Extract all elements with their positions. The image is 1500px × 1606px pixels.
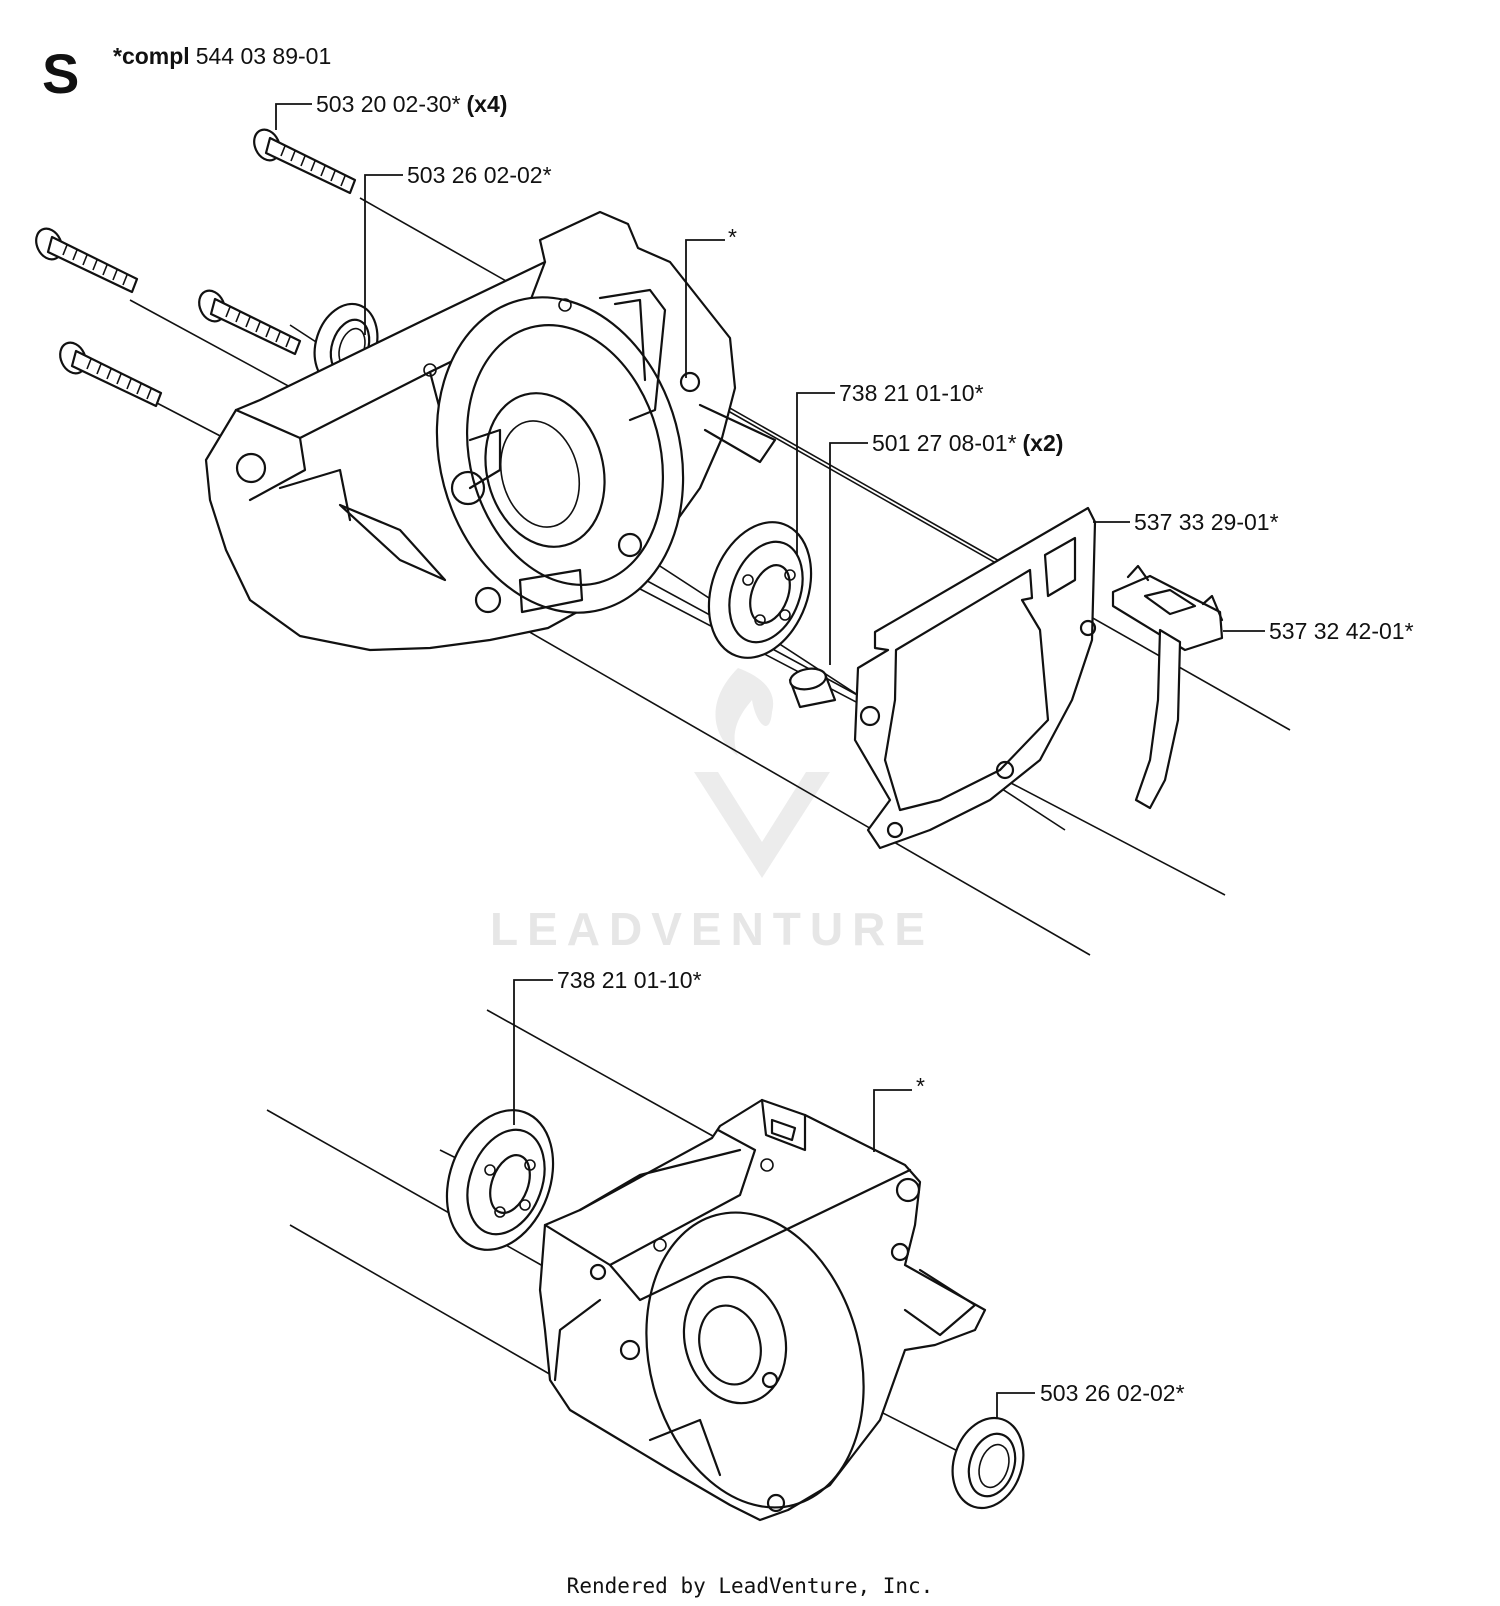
label-star-top[interactable]: * <box>728 224 737 250</box>
screw-2[interactable] <box>31 224 139 294</box>
label-star-bottom[interactable]: * <box>916 1073 925 1099</box>
screw-1[interactable] <box>249 125 357 195</box>
pin-1[interactable] <box>788 666 837 709</box>
crankcase-half-top[interactable] <box>204 210 777 652</box>
label-seal-top[interactable]: 503 26 02-02* <box>407 162 552 188</box>
label-screws[interactable]: 503 20 02-30*(x4) <box>316 93 507 116</box>
chain-guide-part[interactable] <box>1111 564 1224 810</box>
watermark-text: LEADVENTURE <box>490 903 935 955</box>
screw-3[interactable] <box>194 286 302 356</box>
label-pins-qty: (x2) <box>1022 430 1064 456</box>
gasket[interactable] <box>853 506 1097 850</box>
watermark-logo <box>694 668 830 878</box>
bearing-bottom[interactable] <box>428 1095 571 1265</box>
screw-4[interactable] <box>55 338 163 408</box>
section-letter: S <box>42 42 80 105</box>
label-seal-bottom[interactable]: 503 26 02-02* <box>1040 1380 1185 1406</box>
label-guide[interactable]: 537 32 42-01* <box>1269 618 1414 644</box>
label-pins[interactable]: 501 27 08-01*(x2) <box>872 432 1063 455</box>
label-bearing-top[interactable]: 738 21 01-10* <box>839 380 984 406</box>
label-gasket[interactable]: 537 33 29-01* <box>1134 509 1279 535</box>
leader-lines <box>275 103 1265 1418</box>
crankcase-half-bottom[interactable] <box>538 1098 987 1532</box>
compl-number: 544 03 89-01 <box>195 43 332 69</box>
label-screws-qty: (x4) <box>466 91 508 117</box>
bearing-top[interactable] <box>691 508 829 672</box>
seal-ring-bottom[interactable] <box>941 1409 1034 1518</box>
label-pins-part: 501 27 08-01* <box>872 430 1017 456</box>
footer-credit: Rendered by LeadVenture, Inc. <box>566 1574 934 1598</box>
label-bearing-bottom[interactable]: 738 21 01-10* <box>557 967 702 993</box>
compl-prefix: *compl <box>113 43 190 69</box>
label-screws-part: 503 20 02-30* <box>316 91 461 117</box>
